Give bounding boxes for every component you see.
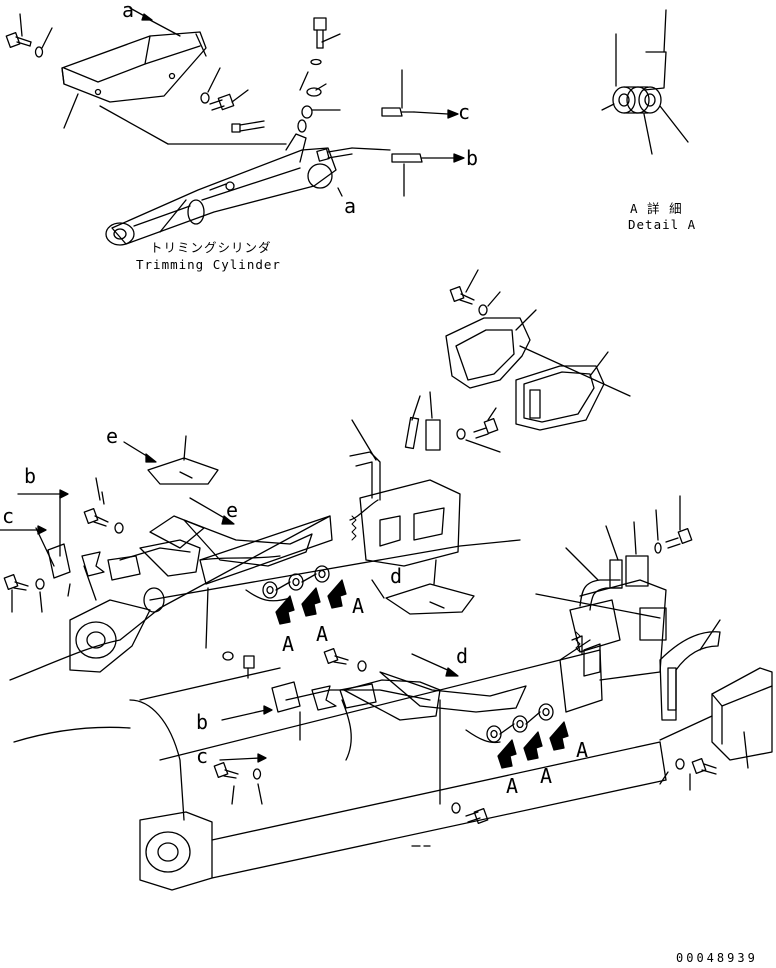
- bolt-icon: [5, 32, 32, 48]
- callout-b-label: b: [196, 710, 209, 734]
- trimming-cylinder-caption-jp: トリミングシリンダ: [150, 240, 272, 255]
- bolt-icon: [243, 655, 255, 679]
- bolt-icon: [316, 147, 353, 162]
- clamp-icon: [306, 87, 322, 97]
- washer-icon: [200, 92, 210, 104]
- left-connector-group-upper: [3, 477, 201, 613]
- left-connector-group-lower: [205, 587, 489, 847]
- detail-a-clamp: [601, 9, 689, 155]
- pipe-line-lower: [535, 495, 693, 619]
- pipe-line-upper: [349, 391, 501, 501]
- detail-a-arrow-icon: [275, 579, 569, 769]
- washer-icon: [451, 802, 461, 814]
- gasket: [515, 365, 605, 431]
- callout-a-label: a: [344, 194, 357, 218]
- callout-e-label: e: [226, 498, 239, 522]
- bolt-icon: [691, 758, 717, 775]
- callout-A-label: A: [316, 622, 329, 646]
- bolt-icon: [213, 762, 239, 779]
- arrow-a-icon: [337, 187, 343, 197]
- upper-cover-set: [445, 269, 631, 431]
- lower-right-cover: [659, 619, 773, 791]
- washer-icon: [252, 768, 262, 780]
- callout-arrow-icons: [0, 441, 459, 763]
- bolt-icon: [3, 574, 29, 591]
- callout-b-label: b: [24, 464, 37, 488]
- bolt-icon: [83, 508, 109, 527]
- clamp-icon: [297, 119, 307, 133]
- hose-fitting-icon: [351, 147, 423, 163]
- stud-bolt-icon: [231, 120, 265, 133]
- detail-a-caption-jp: A 詳 細: [630, 201, 683, 216]
- trimming-cylinder: [105, 133, 337, 246]
- washer-icon: [310, 58, 322, 66]
- callout-A-label: A: [506, 774, 519, 798]
- callout-e-label: e: [106, 424, 119, 448]
- arrow-c-icon: [413, 111, 449, 115]
- callout-d-label: d: [390, 564, 403, 588]
- washer-icon: [675, 758, 685, 770]
- hose-fitting-icon: [381, 107, 415, 117]
- trimming-cylinder-assembly: [5, 7, 465, 246]
- washer-icon: [114, 522, 124, 534]
- drawing-code: 00048939: [676, 951, 758, 965]
- bolt-icon: [665, 528, 693, 549]
- callout-a-label: a: [122, 0, 135, 22]
- washer-icon: [456, 428, 466, 440]
- washer-icon: [34, 46, 44, 58]
- washer-icon: [357, 660, 367, 672]
- washer-icon: [654, 542, 662, 554]
- trimming-cylinder-caption-en: Trimming Cylinder: [136, 257, 281, 272]
- washer-icon: [222, 651, 234, 661]
- bolt-icon: [323, 648, 349, 665]
- callout-A-label: A: [576, 738, 589, 762]
- bolt-icon: [209, 93, 235, 111]
- clamp-icon: [301, 105, 313, 119]
- cylinder-cover-plate: [61, 31, 207, 103]
- cover-d: [379, 559, 527, 713]
- bolt-icon: [313, 17, 327, 49]
- clamp-group-upper: [262, 565, 330, 599]
- washer-icon: [478, 304, 488, 316]
- callout-A-label: A: [352, 594, 365, 618]
- clamp-group-lower: [486, 703, 554, 743]
- callout-c-label: c: [458, 100, 471, 124]
- bolt-icon: [473, 418, 499, 439]
- washer-icon: [35, 578, 45, 590]
- callout-A-label: A: [282, 632, 295, 656]
- bolt-icon: [465, 808, 489, 824]
- callout-c-label: c: [2, 504, 15, 528]
- callout-b-label: b: [466, 146, 479, 170]
- callout-d-label: d: [456, 644, 469, 668]
- detail-a-caption-en: Detail A: [628, 217, 697, 232]
- mounting-bracket: [445, 317, 531, 389]
- callout-c-label: c: [196, 744, 209, 768]
- callout-A-label: A: [540, 764, 553, 788]
- boom-structure: [9, 479, 667, 891]
- cover-e: [147, 435, 313, 567]
- bolt-icon: [449, 286, 475, 305]
